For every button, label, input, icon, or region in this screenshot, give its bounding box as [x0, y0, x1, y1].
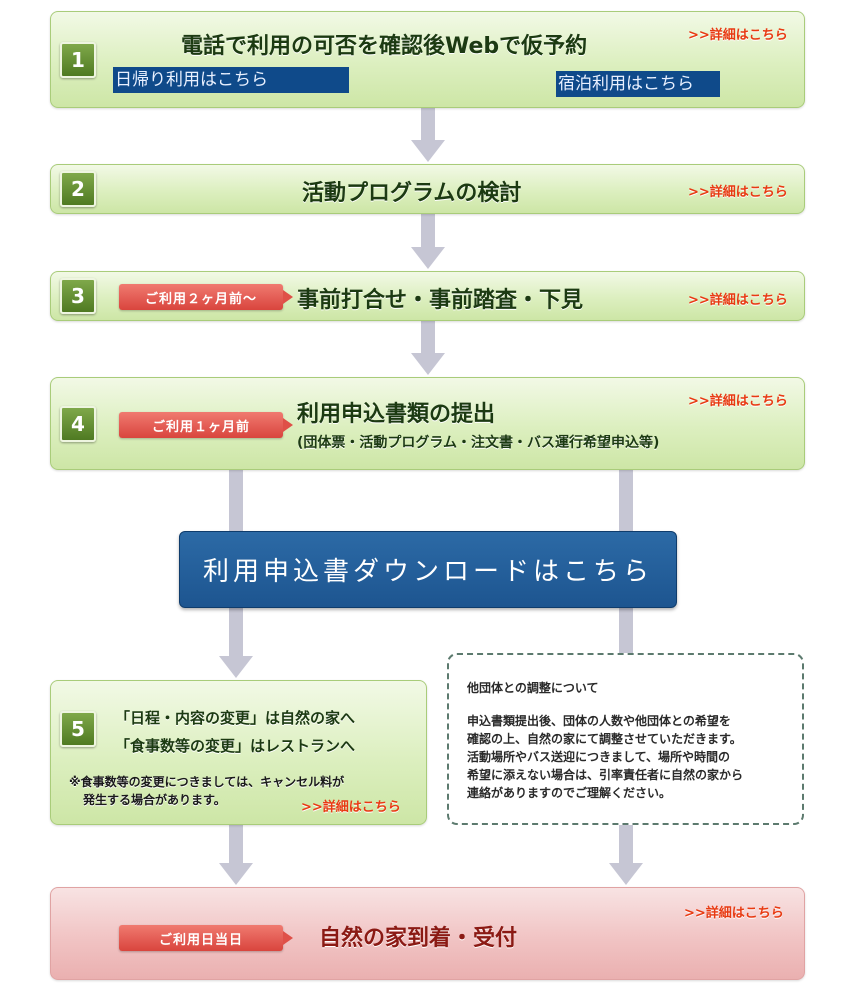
connector-line	[619, 825, 633, 865]
arrival-step-box: ご利用日当日 自然の家到着・受付 >>詳細はこちら	[50, 887, 805, 980]
down-arrow-icon	[411, 247, 445, 269]
coordination-line: 連絡がありますのでご理解ください。	[467, 786, 672, 800]
daytrip-reservation-button[interactable]: 日帰り利用はこちら	[113, 67, 349, 93]
step-3-box: 3 ご利用２ヶ月前～ 事前打合せ・事前踏査・下見 >>詳細はこちら	[50, 271, 805, 321]
step-4-box: 4 ご利用１ヶ月前 利用申込書類の提出 (団体票・活動プログラム・注文書・バス運…	[50, 377, 805, 470]
down-arrow-icon	[411, 140, 445, 162]
step-subtitle: (団体票・活動プログラム・注文書・バス運行希望申込等)	[297, 435, 660, 451]
details-link[interactable]: >>詳細はこちら	[688, 28, 788, 43]
connector-line	[619, 470, 633, 531]
coordination-line: 申込書類提出後、団体の人数や他団体との希望を	[467, 714, 731, 728]
schedule-change-text: 「日程・内容の変更」は自然の家へ	[115, 709, 356, 727]
coordination-note-box: 他団体との調整について 申込書類提出後、団体の人数や他団体との希望を 確認の上、…	[447, 653, 804, 825]
cancellation-note: ※食事数等の変更につきましては、キャンセル料が	[69, 775, 345, 789]
step-title: 電話で利用の可否を確認後Webで仮予約	[181, 34, 588, 59]
overnight-reservation-button[interactable]: 宿泊利用はこちら	[556, 71, 720, 97]
connector-line	[421, 108, 435, 144]
timing-tag: ご利用日当日	[119, 925, 293, 951]
timing-tag: ご利用１ヶ月前	[119, 412, 293, 438]
step-number: 4	[60, 406, 96, 442]
step-title: 活動プログラムの検討	[302, 181, 522, 206]
connector-line	[421, 321, 435, 355]
down-arrow-icon	[411, 353, 445, 375]
coordination-title: 他団体との調整について	[467, 681, 599, 695]
details-link[interactable]: >>詳細はこちら	[688, 185, 788, 200]
down-arrow-icon	[219, 863, 253, 885]
step-number: 2	[60, 171, 96, 207]
step-number: 5	[60, 711, 96, 747]
coordination-line: 確認の上、自然の家にて調整させていただきます。	[467, 732, 742, 746]
step-2-box: 2 活動プログラムの検討 >>詳細はこちら	[50, 164, 805, 214]
details-link[interactable]: >>詳細はこちら	[301, 800, 401, 815]
step-number: 1	[60, 42, 96, 78]
meal-change-text: 「食事数等の変更」はレストランへ	[115, 737, 356, 755]
timing-tag: ご利用２ヶ月前～	[119, 284, 293, 310]
step-title: 事前打合せ・事前踏査・下見	[297, 288, 584, 313]
step-title: 自然の家到着・受付	[319, 926, 518, 951]
details-link[interactable]: >>詳細はこちら	[688, 293, 788, 308]
step-number: 3	[60, 278, 96, 314]
details-link[interactable]: >>詳細はこちら	[684, 906, 784, 921]
download-application-button[interactable]: 利用申込書ダウンロードはこちら	[179, 531, 677, 608]
step-5-box: 5 「日程・内容の変更」は自然の家へ 「食事数等の変更」はレストランへ ※食事数…	[50, 680, 427, 825]
connector-line	[421, 214, 435, 250]
down-arrow-icon	[219, 656, 253, 678]
cancellation-note: 発生する場合があります。	[83, 793, 226, 807]
step-title: 利用申込書類の提出	[297, 402, 496, 427]
step-1-box: 1 電話で利用の可否を確認後Webで仮予約 >>詳細はこちら 日帰り利用はこちら…	[50, 11, 805, 108]
details-link[interactable]: >>詳細はこちら	[688, 394, 788, 409]
down-arrow-icon	[609, 863, 643, 885]
connector-line	[619, 608, 633, 653]
connector-line	[229, 470, 243, 531]
connector-line	[229, 608, 243, 658]
coordination-line: 希望に添えない場合は、引率責任者に自然の家から	[467, 768, 744, 782]
coordination-line: 活動場所やバス送迎につきまして、場所や時間の	[467, 750, 731, 764]
connector-line	[229, 825, 243, 865]
